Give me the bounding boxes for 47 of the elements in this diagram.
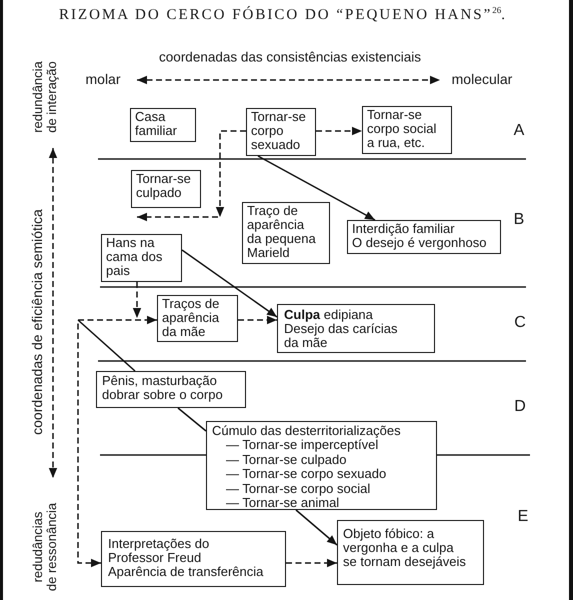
axis-end-label: molar	[86, 71, 120, 87]
box-text: Cúmulo das desterritorializações	[212, 424, 401, 438]
concept-box	[242, 202, 330, 264]
row-letter: E	[518, 508, 528, 526]
box-text: Interdição familiar	[352, 222, 455, 236]
title: RIZOMA DO CERCO FÓBICO DO “PEQUENO HANS”$^{26}$.	[58, 7, 508, 24]
list-item-text: — Tornar-se imperceptível	[226, 438, 378, 453]
row-letter: A	[514, 122, 524, 140]
list-item-text: — Tornar-se corpo sexuado	[226, 467, 386, 482]
row-letter: B	[514, 211, 524, 229]
list-item-text: — Tornar-se animal	[226, 496, 340, 510]
box-text: Objeto fóbico: a vergonha e a culpa se tornam desejáveis	[343, 527, 467, 569]
list-item-text: — Tornar-se culpado	[226, 452, 346, 468]
concept-box	[246, 108, 316, 156]
box-text: Pênis, masturbação	[102, 374, 217, 388]
box-text: dobrar sobre o corpo	[102, 388, 223, 402]
concept-box	[347, 220, 501, 254]
row-letter: C	[514, 314, 526, 332]
concept-box	[277, 304, 435, 353]
box-text: Culpa edipiana	[284, 308, 373, 322]
row-letter: D	[514, 398, 526, 416]
concept-box	[206, 421, 437, 510]
box-text: Traço de aparência da pequena Marield	[247, 204, 317, 260]
box-text: a rua, etc.	[367, 136, 425, 150]
concept-box	[96, 371, 246, 408]
concept-box	[130, 108, 196, 142]
box-text: Traços de aparência da mãe	[162, 297, 220, 339]
axis-label: redudâncias de ressonância	[31, 502, 59, 592]
concept-box	[131, 170, 201, 208]
concept-box	[157, 295, 238, 342]
axis-label: coordenadas das consistências existenciais	[159, 50, 421, 64]
concept-box	[362, 106, 452, 154]
list-item-text: — Tornar-se corpo social	[226, 482, 370, 496]
concept-box	[101, 234, 182, 282]
box-text: Casa familiar	[135, 110, 178, 138]
box-text: Interpretações do Professor Freud	[108, 537, 210, 565]
box-text: Desejo das carícias da mãe	[284, 322, 398, 350]
axis-end-label: molecular	[452, 71, 512, 87]
box-text: Tornar-se culpado	[136, 172, 192, 200]
box-text: O desejo é vergonhoso	[352, 236, 486, 250]
axis-label: coordenadas de eficiência semiótica	[29, 209, 45, 435]
concept-box	[101, 531, 286, 587]
concept-box	[337, 520, 484, 585]
axis-label: redundância de interação	[31, 60, 59, 135]
box-text: Tornar-se corpo sexuado	[251, 110, 307, 152]
box-text: Hans na cama dos pais	[106, 236, 164, 278]
box-text: Aparência de transferência	[108, 565, 264, 579]
